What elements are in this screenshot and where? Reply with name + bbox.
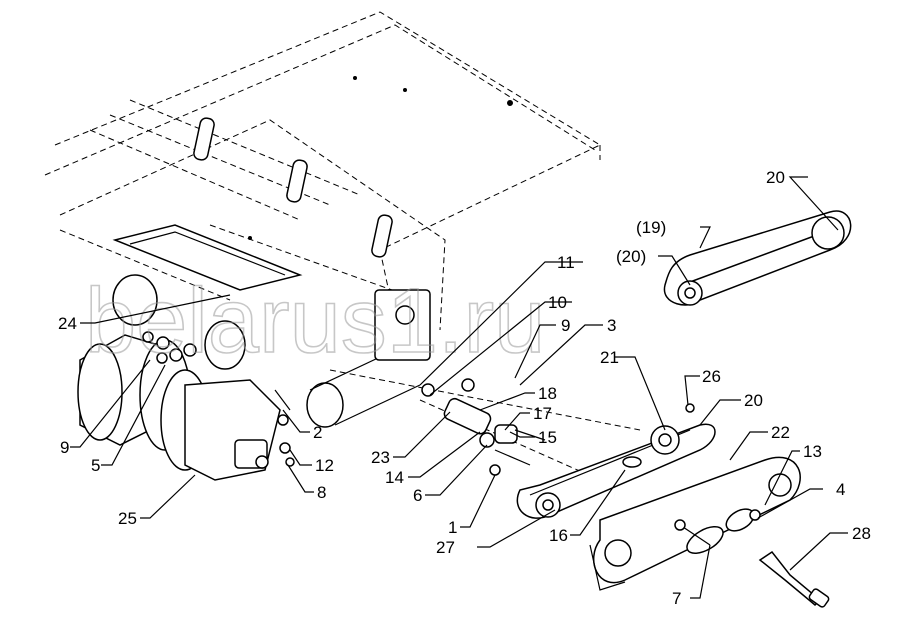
bolts-and-washers <box>142 331 295 467</box>
label-17: 17 <box>533 404 552 423</box>
label-14: 14 <box>385 468 404 487</box>
part-labels: 20 (19) (20) 11 10 9 3 21 26 20 22 13 4 … <box>58 168 871 608</box>
label-21: 21 <box>600 348 619 367</box>
label-7: 7 <box>672 589 681 608</box>
label-8: 8 <box>317 483 326 502</box>
label-6: 6 <box>413 486 422 505</box>
label-22: 22 <box>771 423 790 442</box>
watermark-text: belarus1.ru <box>85 270 545 372</box>
label-15: 15 <box>538 428 557 447</box>
label-24: 24 <box>58 314 77 333</box>
label-9-right: 9 <box>561 316 570 335</box>
label-12: 12 <box>315 456 334 475</box>
lower-chain-drive <box>516 403 716 519</box>
label-28: 28 <box>852 524 871 543</box>
shaft-assembly <box>421 378 546 476</box>
label-16: 16 <box>549 526 568 545</box>
label-23: 23 <box>371 448 390 467</box>
label-3: 3 <box>607 316 616 335</box>
label-20-top: 20 <box>766 168 785 187</box>
label-25: 25 <box>118 509 137 528</box>
label-11: 11 <box>557 253 575 272</box>
chassis-frame <box>44 11 641 481</box>
label-20-paren: (20) <box>616 247 646 266</box>
label-4: 4 <box>836 480 845 499</box>
upper-chain-loop <box>663 210 852 306</box>
label-1: 1 <box>448 518 457 537</box>
label-19: (19) <box>636 218 666 237</box>
leader-lines <box>70 176 848 599</box>
label-10: 10 <box>548 293 567 312</box>
label-2: 2 <box>313 423 322 442</box>
label-26: 26 <box>702 367 721 386</box>
label-18: 18 <box>538 384 557 403</box>
label-20-right: 20 <box>744 391 763 410</box>
label-5: 5 <box>91 456 100 475</box>
hose-28 <box>758 550 830 608</box>
label-13: 13 <box>803 442 822 461</box>
label-9-left: 9 <box>60 438 69 457</box>
hydraulic-motor-25 <box>77 334 281 481</box>
label-27: 27 <box>436 538 455 557</box>
